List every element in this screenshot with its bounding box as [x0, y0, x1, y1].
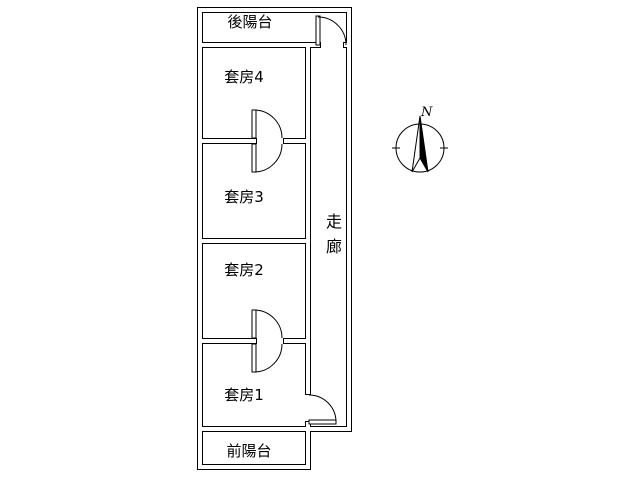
doors: [251, 15, 347, 425]
door-suite-3: [251, 143, 283, 173]
room-label-suite-1: 套房1: [224, 386, 264, 404]
room-label-suite-3: 套房3: [224, 188, 264, 206]
door-suite-2: [251, 309, 283, 339]
room-label-corridor: 走廊: [323, 213, 342, 263]
room-label-suite-2: 套房2: [224, 261, 264, 279]
door-corridor-entrance: [308, 394, 337, 425]
room-label-rear-balcony: 後陽台: [227, 13, 273, 31]
door-rear-balcony: [315, 15, 347, 46]
door-suite-1: [251, 343, 283, 373]
north-label: N: [421, 105, 433, 120]
walls: [197, 7, 352, 470]
room-label-suite-4: 套房4: [224, 68, 264, 86]
north-arrow-icon: [392, 115, 448, 173]
door-suite-4: [251, 109, 283, 139]
room-label-front-balcony: 前陽台: [226, 442, 272, 460]
